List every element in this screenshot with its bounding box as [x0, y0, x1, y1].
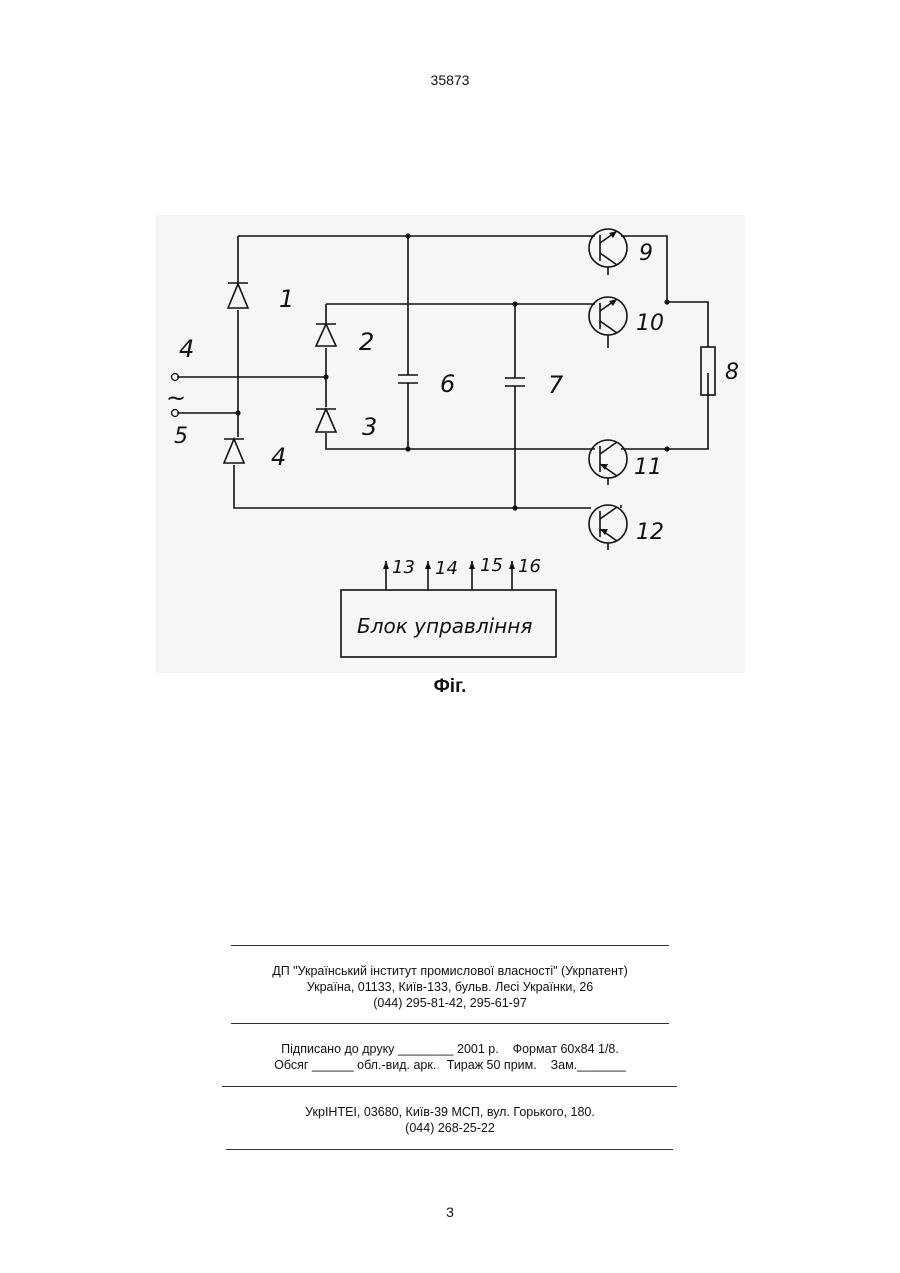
publisher-line: ДП "Український інститут промислової вла…	[0, 963, 900, 979]
publisher-line: Україна, 01133, Київ-133, бульв. Лесі Ук…	[0, 979, 900, 995]
label-diode-3: 3	[362, 413, 377, 441]
circuit-figure: 1 2 3 4 4 5 ~ 6 7 8 9 10 11 12 13 14 15 …	[155, 215, 745, 673]
label-ac-symbol: ~	[166, 384, 186, 412]
figure-caption: Фіг.	[0, 676, 900, 698]
print-info-line: Обсяг ______ обл.-вид. арк. Тираж 50 при…	[0, 1057, 900, 1073]
label-transistor-12: 12	[636, 520, 664, 545]
label-capacitor-7: 7	[548, 371, 564, 399]
label-output-14: 14	[435, 558, 458, 579]
circuit-diagram: 1 2 3 4 4 5 ~ 6 7 8 9 10 11 12 13 14 15 …	[155, 215, 745, 673]
printer-block: УкрІНТЕІ, 03680, Київ-39 МСП, вул. Горьк…	[0, 1104, 900, 1136]
divider-top	[231, 945, 669, 946]
document-number: 35873	[0, 72, 900, 88]
control-block-label: Блок управління	[357, 614, 532, 638]
label-output-15: 15	[480, 555, 503, 576]
page-number: 3	[0, 1204, 900, 1220]
printer-line: УкрІНТЕІ, 03680, Київ-39 МСП, вул. Горьк…	[0, 1104, 900, 1120]
divider-2	[231, 1023, 669, 1024]
label-terminal-4: 4	[179, 335, 194, 363]
label-transistor-9: 9	[639, 241, 653, 266]
printer-line: (044) 268-25-22	[0, 1120, 900, 1136]
label-output-16: 16	[518, 556, 541, 577]
label-diode-1: 1	[279, 285, 294, 313]
label-output-13: 13	[392, 557, 415, 578]
label-diode-4: 4	[271, 443, 286, 471]
label-transistor-11: 11	[634, 455, 662, 480]
publisher-line: (044) 295-81-42, 295-61-97	[0, 995, 900, 1011]
label-diode-2: 2	[359, 328, 374, 356]
label-terminal-5: 5	[174, 424, 188, 449]
divider-3	[222, 1086, 677, 1087]
label-capacitor-6: 6	[440, 370, 455, 398]
print-info-block: Підписано до друку ________ 2001 р. Форм…	[0, 1041, 900, 1073]
publisher-block: ДП "Український інститут промислової вла…	[0, 963, 900, 1011]
divider-bottom	[226, 1149, 673, 1150]
label-transistor-10: 10	[636, 311, 664, 336]
label-resistor-8: 8	[725, 360, 739, 385]
print-info-line: Підписано до друку ________ 2001 р. Форм…	[0, 1041, 900, 1057]
